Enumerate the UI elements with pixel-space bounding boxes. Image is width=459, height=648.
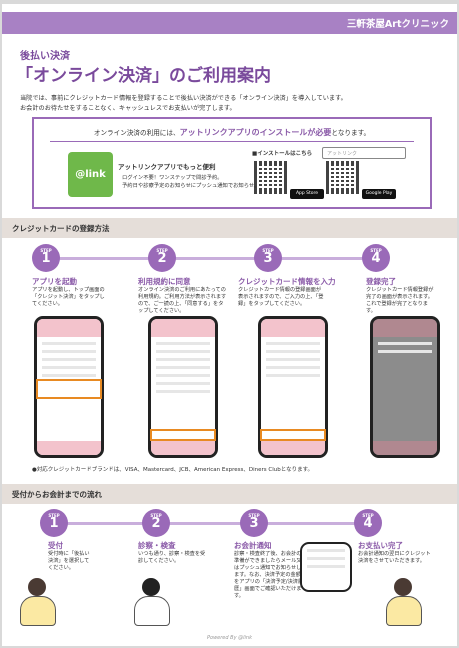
step-desc: いつも通り、診察・検査を受診してください。: [138, 551, 206, 564]
step-desc: オンライン決済のご利用にあたっての利用規約。ご利用方法が表示されますので、ご一読…: [138, 287, 227, 314]
phone-mockup: [34, 316, 104, 458]
step-desc: お会計通知の翌日にクレジット決済をさせていただきます。: [358, 551, 431, 564]
step-desc: クレジットカード情報登録が完了の画面が表示されます。これで登録が完了となります。: [366, 287, 434, 314]
subtitle: 後払い決済: [20, 51, 70, 62]
step-title: クレジットカード情報を入力: [238, 277, 336, 286]
step-title: 診察・検査: [138, 541, 176, 550]
install-label: ■インストールはこちら: [252, 151, 313, 157]
qr-code-icon[interactable]: [254, 161, 287, 194]
atlink-logo: @link: [68, 152, 113, 197]
app-benefit: 予約日や診療予定のお知らせにプッシュ通知でお知らせ。: [122, 183, 260, 189]
highlight-credit-menu: [36, 379, 102, 399]
intro-line: お会計のお待たせをすることなく、キャッシュレスでお支払いが完了します。: [20, 105, 236, 112]
phone-mockup: [148, 316, 218, 458]
install-note: オンライン決済の利用には、アットリンクアプリのインストールが必要となります。: [93, 128, 371, 137]
step-title: アプリを起動: [32, 277, 77, 286]
highlight-agree-button: [150, 429, 216, 441]
step-desc: アプリを起動し、トップ画面の「クレジット決済」をタップしてください。: [32, 287, 105, 307]
progress-line: [46, 522, 376, 525]
step-desc: 受付時に「後払い決済」を選択してください。: [48, 551, 90, 571]
notification-phone: [300, 542, 352, 592]
divider: [50, 141, 414, 142]
page-title: 「オンライン決済」のご利用案内: [16, 66, 271, 86]
phone-mockup: [370, 316, 440, 458]
illustration-patient: [16, 576, 60, 626]
step-title: 利用規約に同意: [138, 277, 191, 286]
intro-text: 当院では、事前にクレジットカード情報を登録することで後払い決済ができる「オンライ…: [20, 94, 445, 114]
app-benefit: ログイン不要！ワンステップで問診予約。: [122, 175, 223, 181]
powered-by: Powered By @link: [207, 635, 252, 641]
step-title: 受付: [48, 541, 63, 550]
illustration-payment: [382, 576, 426, 626]
step-title: お支払い完了: [358, 541, 403, 550]
step-title: お会計通知: [234, 541, 272, 550]
google-play-button[interactable]: Google Play: [362, 189, 396, 199]
step-title: 登録完了: [366, 277, 396, 286]
guide-sheet: 三軒茶屋Artクリニック 後払い決済 「オンライン決済」のご利用案内 当院では、…: [2, 4, 457, 646]
section-band: 受付からお会計までの流れ: [2, 484, 457, 504]
section-title: クレジットカードの登録方法: [12, 224, 110, 233]
search-input[interactable]: アットリンク: [322, 147, 406, 159]
intro-line: 当院では、事前にクレジットカード情報を登録することで後払い決済ができる「オンライ…: [20, 95, 347, 102]
clinic-name: 三軒茶屋Artクリニック: [346, 19, 449, 30]
illustration-doctor: [130, 576, 174, 626]
step-desc: クレジットカード情報の登録画面が表示されますので、ご入力の上、「登録」をタップし…: [238, 287, 324, 307]
step-desc: 診察・検査終了後、お会計の準備ができましたらメール又はプッシュ通知でお知らせしま…: [234, 551, 304, 599]
header-bar: 三軒茶屋Artクリニック: [2, 12, 457, 34]
section-title: 受付からお会計までの流れ: [12, 490, 102, 499]
install-box: オンライン決済の利用には、アットリンクアプリのインストールが必要となります。 @…: [32, 117, 432, 209]
progress-line: [46, 257, 376, 260]
card-brands-note: ●対応クレジットカードブランドは、VISA、Mastercard、JCB、Ame…: [32, 467, 314, 473]
section-band: クレジットカードの登録方法: [2, 218, 457, 238]
app-store-button[interactable]: App Store: [290, 189, 324, 199]
qr-code-icon[interactable]: [326, 161, 359, 194]
app-heading: アットリンクアプリでもっと便利: [118, 163, 216, 171]
phone-mockup: [258, 316, 328, 458]
highlight-register-button: [260, 429, 326, 441]
